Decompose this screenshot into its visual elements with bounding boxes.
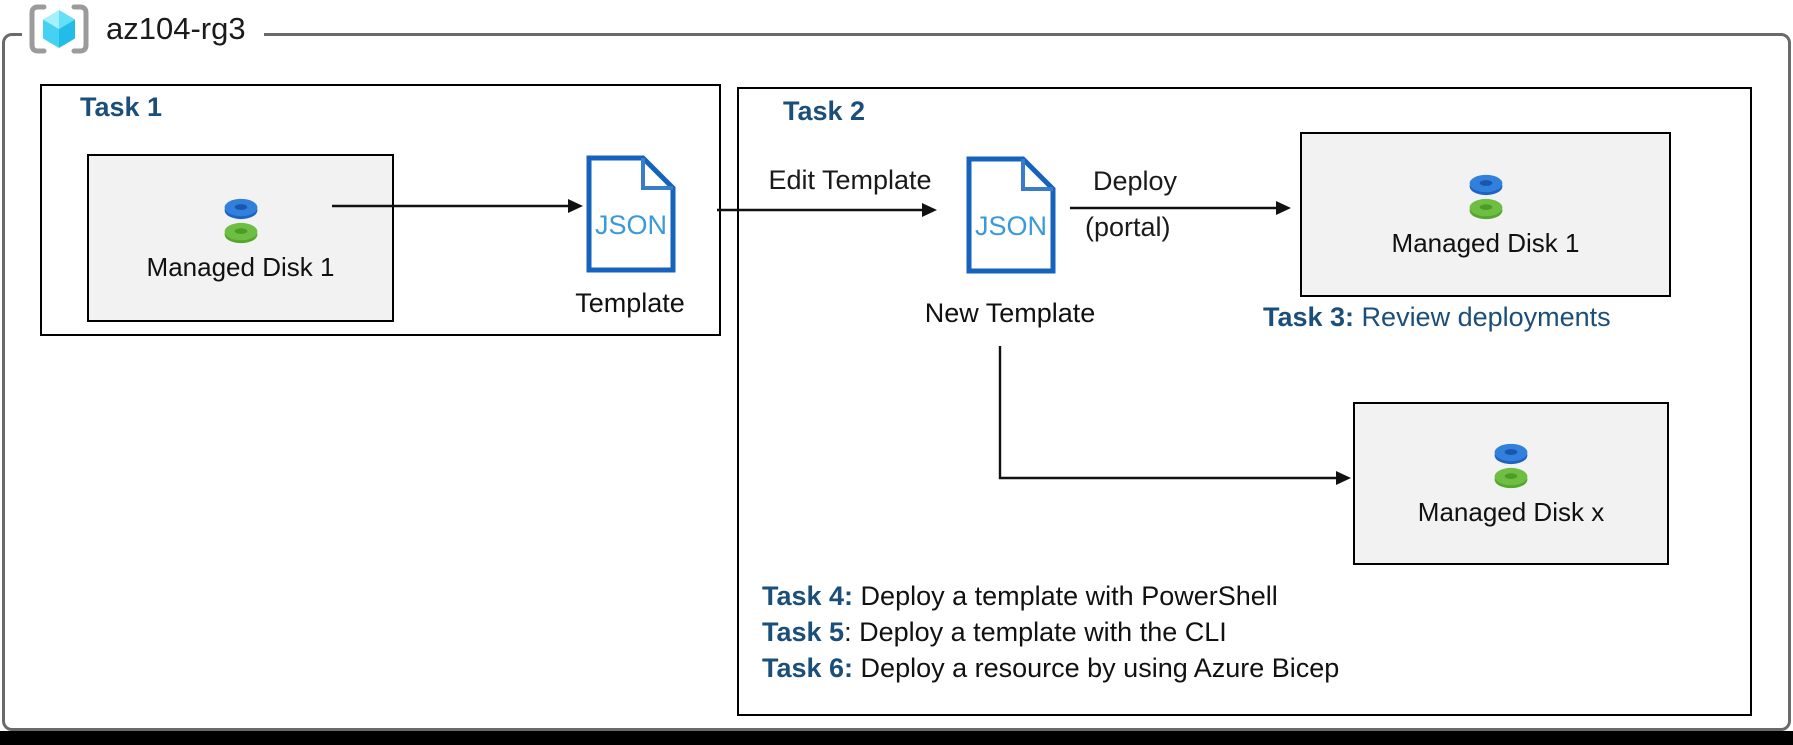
svg-text:JSON: JSON (975, 211, 1047, 241)
task6-label: Task 6: (762, 653, 854, 683)
task5-label: Task 5 (762, 617, 845, 647)
resource-group-cube-icon (26, 2, 92, 56)
deploy-portal-label: (portal) (1085, 212, 1171, 242)
edit-template-arrow-label: Edit Template (768, 165, 932, 195)
task1-title: Task 1 (80, 92, 163, 122)
managed-disk-x-label: Managed Disk x (1417, 497, 1605, 527)
task3-label: Task 3: (1263, 302, 1355, 332)
managed-disk-1-source-label: Managed Disk 1 (146, 251, 335, 282)
managed-disk-1-deployed-label: Managed Disk 1 (1391, 228, 1580, 258)
managed-disk-x-box: Managed Disk x (1353, 402, 1669, 565)
resource-group-boundary (2, 33, 1791, 731)
template-label: Template (575, 288, 685, 318)
resource-group-name: az104-rg3 (106, 11, 246, 46)
json-document-icon-template: JSON (585, 154, 677, 274)
task2-title: Task 2 (783, 96, 866, 126)
task4-label: Task 4: (762, 581, 854, 611)
managed-disk-1-deployed-box: Managed Disk 1 (1300, 132, 1671, 297)
resource-group-header: az104-rg3 (22, 2, 264, 56)
managed-disk-1-source-box: Managed Disk 1 (87, 154, 394, 322)
json-document-icon-new-template: JSON (965, 155, 1057, 275)
managed-disk-icon (210, 194, 272, 248)
task3-text: Review deployments (1354, 302, 1611, 332)
deploy-arrow-label: Deploy (1093, 166, 1178, 196)
task4-line: Task 4: Deploy a template with PowerShel… (762, 578, 1339, 614)
task5-line: Task 5: Deploy a template with the CLI (762, 614, 1339, 650)
task-list: Task 4: Deploy a template with PowerShel… (762, 578, 1339, 686)
task6-text: Deploy a resource by using Azure Bicep (853, 653, 1340, 683)
svg-text:JSON: JSON (595, 210, 667, 240)
managed-disk-icon (1480, 439, 1542, 493)
task5-text: : Deploy a template with the CLI (844, 617, 1227, 647)
managed-disk-icon (1455, 170, 1517, 224)
new-template-label: New Template (924, 298, 1096, 328)
bottom-black-bar (0, 731, 1793, 745)
task3-line: Task 3: Review deployments (1263, 302, 1611, 333)
task4-text: Deploy a template with PowerShell (853, 581, 1278, 611)
task6-line: Task 6: Deploy a resource by using Azure… (762, 650, 1339, 686)
